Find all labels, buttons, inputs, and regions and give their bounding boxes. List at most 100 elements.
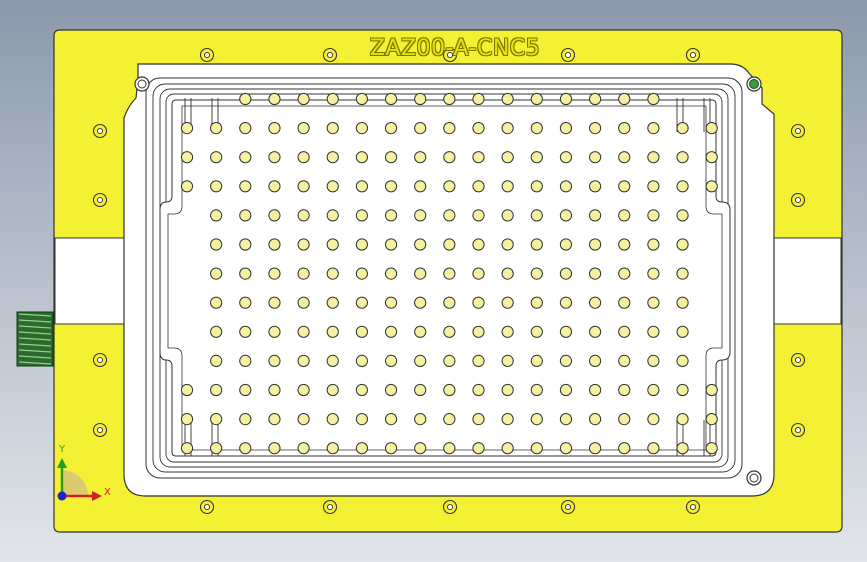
vacuum-hole <box>559 151 573 164</box>
vacuum-hole <box>647 296 660 309</box>
vacuum-hole <box>618 238 631 251</box>
vacuum-hole <box>268 442 281 455</box>
vacuum-hole <box>326 238 339 251</box>
vacuum-hole <box>384 383 398 397</box>
mounting-holes <box>92 47 806 515</box>
vacuum-hole <box>501 180 514 193</box>
vacuum-hole <box>559 267 573 280</box>
vacuum-hole <box>239 180 252 193</box>
vacuum-hole <box>210 180 223 193</box>
vacuum-hole <box>443 267 456 280</box>
vacuum-hole <box>180 122 194 135</box>
vacuum-hole <box>297 383 310 397</box>
vacuum-hole <box>268 296 281 309</box>
vacuum-hole <box>210 209 223 222</box>
vacuum-hole <box>443 325 456 338</box>
vacuum-hole <box>647 122 660 135</box>
vacuum-hole <box>530 122 543 135</box>
vacuum-hole <box>414 92 427 106</box>
vacuum-hole <box>355 180 368 193</box>
vacuum-hole <box>355 296 368 309</box>
vacuum-hole <box>589 238 602 251</box>
vacuum-hole <box>268 413 281 426</box>
vacuum-hole <box>297 122 310 135</box>
vacuum-hole <box>443 383 456 397</box>
vacuum-hole <box>414 209 427 222</box>
vacuum-hole <box>559 92 573 106</box>
vacuum-hole <box>355 238 368 251</box>
vacuum-hole <box>559 180 573 193</box>
vacuum-hole <box>297 442 310 455</box>
vacuum-hole <box>472 238 485 251</box>
vacuum-hole <box>676 209 689 222</box>
vacuum-hole <box>239 122 252 135</box>
vacuum-hole <box>326 267 339 280</box>
vacuum-hole <box>501 267 514 280</box>
vacuum-hole <box>472 325 485 338</box>
vacuum-hole <box>210 296 223 309</box>
vacuum-hole <box>530 413 543 426</box>
vacuum-hole <box>414 383 427 397</box>
vacuum-hole <box>443 413 456 426</box>
vacuum-hole <box>647 92 660 106</box>
vacuum-hole <box>268 238 281 251</box>
vacuum-hole <box>705 442 718 455</box>
vacuum-hole <box>647 413 660 426</box>
vacuum-hole <box>239 209 252 222</box>
vacuum-hole <box>618 209 631 222</box>
vacuum-hole <box>297 354 310 367</box>
fitting-thread <box>18 343 52 347</box>
vacuum-hole <box>705 122 718 135</box>
vacuum-hole <box>501 442 514 455</box>
vacuum-hole <box>589 442 602 455</box>
vacuum-hole <box>589 383 602 397</box>
vacuum-hole <box>472 180 485 193</box>
fitting-thread <box>18 361 52 365</box>
vacuum-hole <box>355 325 368 338</box>
triad-x-label: X <box>104 487 111 498</box>
vacuum-hole <box>501 383 514 397</box>
vacuum-hole <box>501 296 514 309</box>
fitting-thread <box>18 337 52 341</box>
vacuum-hole <box>268 122 281 135</box>
vacuum-hole <box>297 267 310 280</box>
vacuum-hole <box>530 325 543 338</box>
vacuum-hole <box>618 383 631 397</box>
vacuum-hole <box>297 92 310 106</box>
vacuum-hole <box>589 151 602 164</box>
vacuum-hole-grid <box>180 92 718 455</box>
vacuum-hole <box>705 151 718 164</box>
fitting-thread <box>18 331 52 335</box>
vacuum-hole <box>618 267 631 280</box>
vacuum-hole <box>501 122 514 135</box>
vacuum-hole <box>297 209 310 222</box>
vacuum-hole <box>501 413 514 426</box>
vacuum-hole <box>239 354 252 367</box>
vacuum-hole <box>647 354 660 367</box>
vacuum-hole <box>530 442 543 455</box>
vacuum-hole <box>530 354 543 367</box>
vacuum-hole <box>530 296 543 309</box>
fitting-thread <box>18 319 52 323</box>
vacuum-hole <box>618 413 631 426</box>
vacuum-hole <box>384 92 398 106</box>
vacuum-hole <box>326 325 339 338</box>
vacuum-hole <box>472 354 485 367</box>
vacuum-hole <box>414 325 427 338</box>
vacuum-hole <box>559 238 573 251</box>
vacuum-hole <box>210 267 223 280</box>
vacuum-hole <box>239 296 252 309</box>
vacuum-hole <box>268 354 281 367</box>
vacuum-hole <box>443 238 456 251</box>
vacuum-hole <box>443 180 456 193</box>
vacuum-hole <box>268 92 281 106</box>
vacuum-hole <box>180 413 194 426</box>
vacuum-hole <box>647 209 660 222</box>
vacuum-hole <box>501 209 514 222</box>
vacuum-hole <box>589 354 602 367</box>
vacuum-hole <box>472 413 485 426</box>
vacuum-hole <box>210 383 223 397</box>
vacuum-hole <box>530 383 543 397</box>
